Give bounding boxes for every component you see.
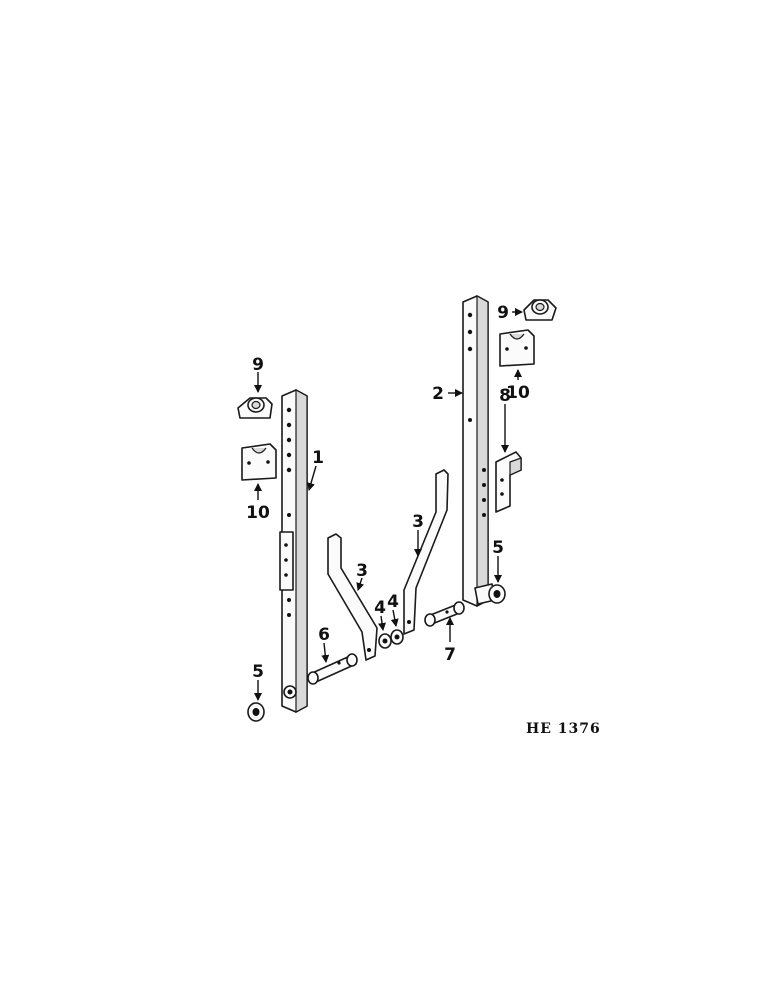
callout-1: 1: [312, 448, 324, 468]
bracket-8: [495, 451, 522, 513]
leader-lines: [254, 308, 523, 701]
callout-10-left: 10: [246, 503, 270, 523]
upright-bar-left: [279, 388, 308, 714]
callout-5-right: 5: [492, 538, 504, 558]
clamp-plate-right: [499, 329, 535, 367]
clamp-cap-right: [523, 299, 557, 321]
bushing-5-left: [247, 702, 265, 722]
callout-3-left: 3: [356, 561, 368, 581]
callout-7: 7: [444, 645, 456, 665]
callout-5-left: 5: [252, 662, 264, 682]
bushing-5-right: [488, 584, 506, 604]
figure-code: HE 1376: [526, 721, 601, 737]
callout-6: 6: [318, 625, 330, 645]
callout-9-right: 9: [497, 303, 509, 323]
callout-8: 8: [499, 386, 511, 406]
washer-4b: [390, 629, 404, 645]
upright-bar-right: [462, 294, 496, 608]
pin-6: [307, 653, 358, 685]
callout-4-left: 4: [374, 598, 386, 618]
brace-left: [327, 533, 378, 661]
callout-2: 2: [432, 384, 444, 404]
callout-3-right: 3: [412, 512, 424, 532]
brace-right: [403, 469, 449, 635]
callout-9-left: 9: [252, 355, 264, 375]
clamp-plate-left: [241, 443, 277, 481]
callout-10-right: 10: [506, 383, 530, 403]
clamp-cap-left: [237, 397, 273, 419]
callout-4-right: 4: [387, 592, 399, 612]
washer-4a: [378, 633, 392, 649]
pin-7: [424, 601, 465, 627]
